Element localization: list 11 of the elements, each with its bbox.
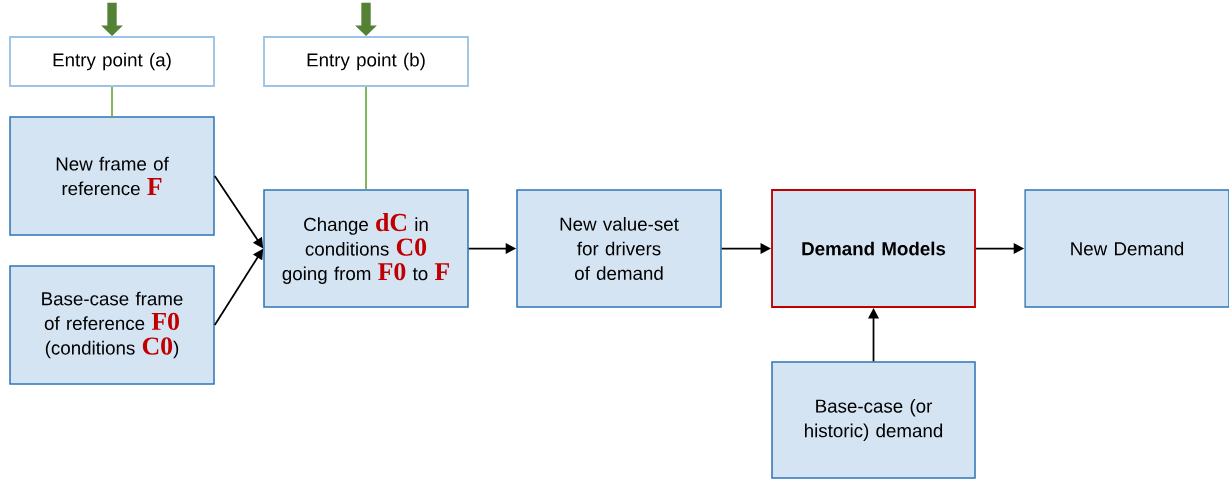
connector-line (111, 86, 113, 118)
process-box: Base-case (or historic) demand (771, 361, 976, 479)
process-box: New value-set for drivers of demand (516, 189, 722, 308)
process-box: Base-case frame of reference F0 (conditions C0) (9, 265, 215, 385)
process-box: New Demand (1024, 189, 1229, 308)
process-box: Change dC in conditions C0 going from F0 to F (263, 189, 469, 308)
entry-point-box: Entry point (b) (263, 36, 469, 87)
entry-point-box: Entry point (a) (9, 36, 215, 87)
connector-line (365, 86, 367, 191)
process-box: New frame of reference F (9, 116, 215, 236)
model-box: Demand Models (771, 189, 976, 308)
